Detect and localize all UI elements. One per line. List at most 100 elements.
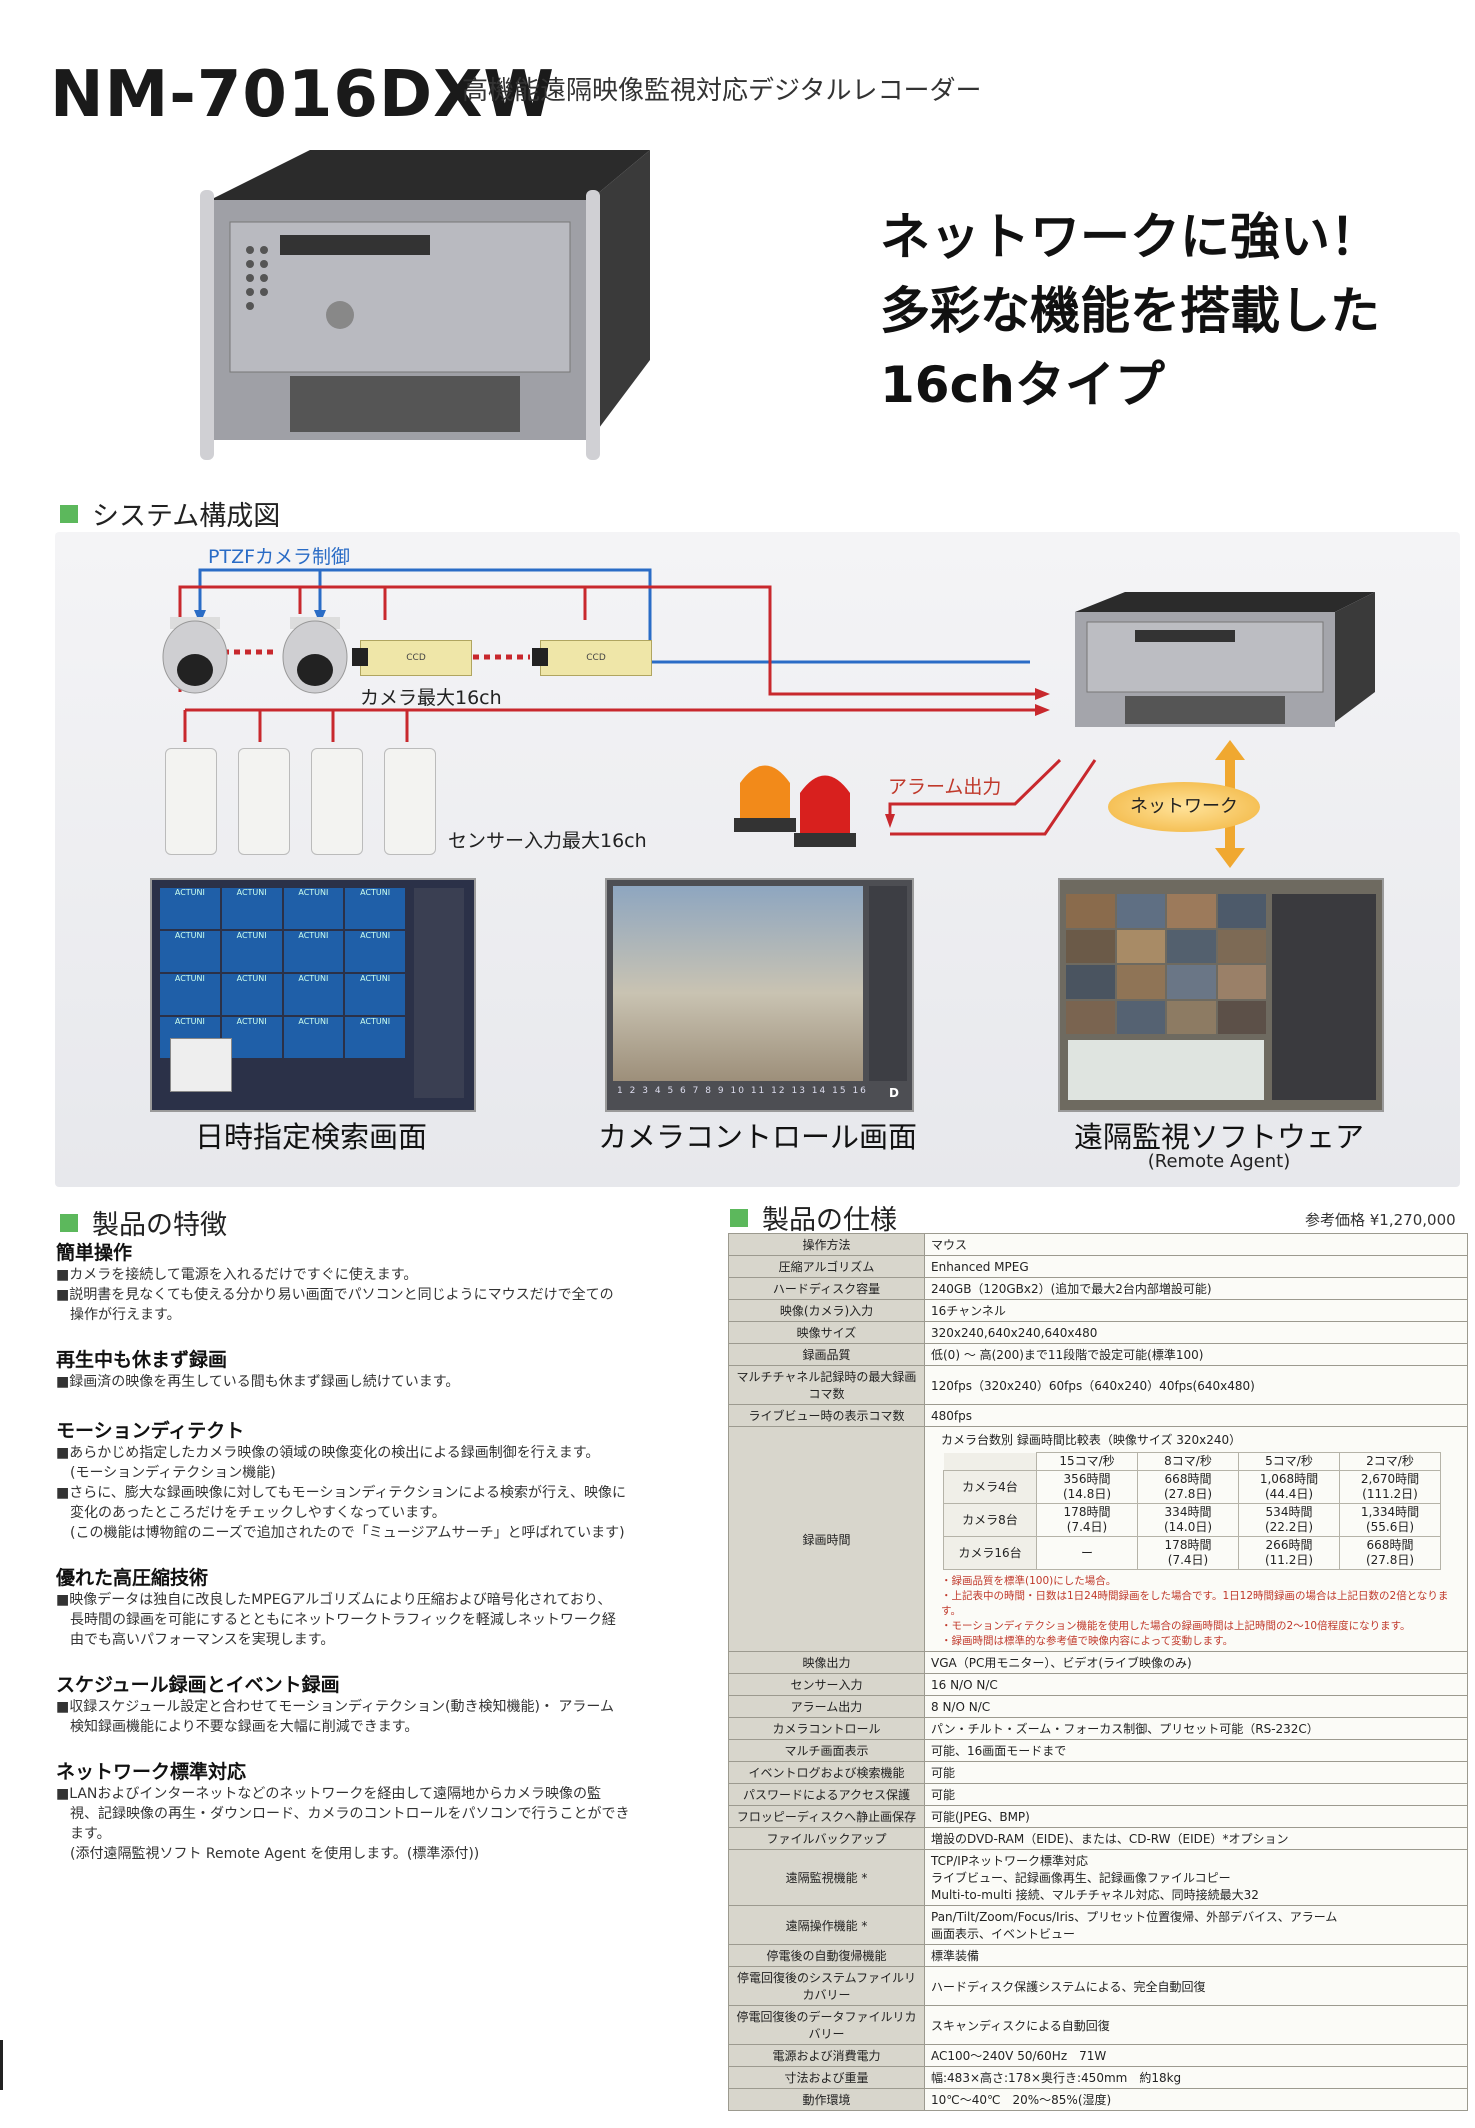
spec-value-line: 画面表示、イベントビュー xyxy=(931,1927,1076,1941)
spec-key: アラーム出力 xyxy=(728,1695,925,1718)
ptz-control-label: PTZFカメラ制御 xyxy=(208,546,351,568)
spec-value-line: VGA（PC用モニター）、ビデオ(ライブ映像のみ) xyxy=(931,1656,1192,1670)
spec-heading: 製品の仕様 xyxy=(730,1198,897,1237)
box-camera-icon: CCD xyxy=(360,640,472,676)
recording-note: ・モーションディテクション機能を使用した場合の録画時間は上記時間の2～10倍程度… xyxy=(941,1620,1411,1632)
grid-tile: ACTUNI xyxy=(160,974,220,1015)
screen-grid: ACTUNI ACTUNI ACTUNI ACTUNI ACTUNI ACTUN… xyxy=(160,888,405,1058)
rec-cell: 1,334時間(55.6日) xyxy=(1339,1503,1441,1537)
remote-control-panel[interactable] xyxy=(1272,894,1376,1100)
calendar-widget[interactable] xyxy=(170,1038,232,1092)
spec-row: 停電回復後のシステムファイルリカバリーハードディスク保護システムによる、完全自動… xyxy=(728,1966,1468,2006)
spec-key: カメラコントロール xyxy=(728,1717,925,1740)
rec-cell: 178時間(7.4日) xyxy=(1036,1503,1138,1537)
sensor-icon xyxy=(311,748,363,855)
feature-body: ■カメラを接続して電源を入れるだけですぐに使えます。■説明書を見なくても使える分… xyxy=(56,1267,614,1323)
spec-key: 停電後の自動復帰機能 xyxy=(728,1944,925,1967)
spec-value: マウス xyxy=(924,1233,1468,1256)
spec-row: 録画品質低(0) ～ 高(200)まで11段階で設定可能(標準100) xyxy=(728,1343,1468,1366)
spec-key: パスワードによるアクセス保護 xyxy=(728,1783,925,1806)
rec-cell: 334時間(14.0日) xyxy=(1137,1503,1239,1537)
rec-cell: 2,670時間(111.2日) xyxy=(1339,1470,1441,1504)
product-subtitle: 高機能遠隔映像監視対応デジタルレコーダー xyxy=(462,76,982,106)
feature-body: ■収録スケジュール設定と合わせてモーションディテクション(動き検知機能)・ アラ… xyxy=(56,1699,614,1735)
product-model: NM-7016DXW xyxy=(50,58,555,132)
grid-tile: ACTUNI xyxy=(345,1017,405,1058)
spec-value: ハードディスク保護システムによる、完全自動回復 xyxy=(924,1966,1468,2006)
spec-key: 寸法および重量 xyxy=(728,2066,925,2089)
grid-tile: ACTUNI xyxy=(345,931,405,972)
slogan: ネットワークに強い！ 多彩な機能を搭載した 16chタイプ xyxy=(880,200,1380,422)
spec-value-line: ライブビュー、記録画像再生、記録画像ファイルコピー xyxy=(931,1871,1231,1885)
date-search-screen: ACTUNI ACTUNI ACTUNI ACTUNI ACTUNI ACTUN… xyxy=(150,878,476,1112)
timeline-panel[interactable] xyxy=(1068,1040,1264,1100)
screen-caption-3-sub: (Remote Agent) xyxy=(1147,1151,1291,1172)
camera-live-view xyxy=(613,886,863,1081)
spec-row: 映像出力 VGA（PC用モニター）、ビデオ(ライブ映像のみ) xyxy=(728,1651,1468,1674)
grid-tile: ACTUNI xyxy=(345,974,405,1015)
screen-caption-1: 日時指定検索画面 xyxy=(194,1120,427,1154)
spec-value-line: 可能 xyxy=(931,1766,956,1780)
screen-caption-2: カメラコントロール画面 xyxy=(597,1120,917,1154)
grid-tile: ACTUNI xyxy=(160,888,220,929)
spec-value-line: 10℃～40℃ 20%～85%(湿度) xyxy=(931,2093,1112,2107)
spec-value: 可能(JPEG、BMP) xyxy=(924,1805,1468,1828)
spec-key: マルチ画面表示 xyxy=(728,1739,925,1762)
slogan-line-2: 多彩な機能を搭載した xyxy=(880,282,1380,340)
spec-key: ハードディスク容量 xyxy=(728,1277,925,1300)
spec-key: 録画時間 xyxy=(728,1426,925,1652)
feature-item: モーションディテクト ■あらかじめ指定したカメラ映像の領域の映像変化の検出による… xyxy=(56,1416,696,1543)
ptz-control-panel[interactable] xyxy=(869,886,907,1081)
feature-title: 簡単操作 xyxy=(56,1242,133,1264)
feature-item: ネットワーク標準対応 ■LANおよびインターネットなどのネットワークを経由して遠… xyxy=(56,1757,696,1864)
recording-note: ・上記表中の時間・日数は1日24時間録画をした場合です。1日12時間録画の場合は… xyxy=(941,1590,1449,1617)
grid-tile: ACTUNI xyxy=(221,931,282,972)
grid-tile: ACTUNI xyxy=(160,931,220,972)
feature-item: 優れた高圧縮技術 ■映像データは独自に改良したMPEGアルゴリズムにより圧縮およ… xyxy=(56,1563,696,1650)
rec-cell: 534時間(22.2日) xyxy=(1238,1503,1340,1537)
feature-title: 優れた高圧縮技術 xyxy=(56,1567,209,1589)
grid-tile: ACTUNI xyxy=(283,931,344,972)
spec-value: Enhanced MPEG xyxy=(924,1255,1468,1278)
spec-key: フロッピーディスクへ静止画保存 xyxy=(728,1805,925,1828)
rec-cell: ー xyxy=(1036,1536,1138,1570)
diagram-connections xyxy=(178,568,1245,868)
feature-title: ネットワーク標準対応 xyxy=(56,1761,247,1783)
spec-row: パスワードによるアクセス保護可能 xyxy=(728,1783,1468,1806)
spec-key: 電源および消費電力 xyxy=(728,2044,925,2067)
spec-key: 動作環境 xyxy=(728,2088,925,2111)
system-heading-text: システム構成図 xyxy=(92,501,281,532)
alarm-lamps xyxy=(734,765,856,847)
dvr-product-image xyxy=(200,150,650,460)
alarm-lamp-icon xyxy=(734,765,796,832)
heading-square-icon xyxy=(60,504,78,523)
grid-tile: ACTUNI xyxy=(221,888,282,929)
camera-brand-text: CCD xyxy=(586,653,606,663)
feature-body: ■録画済の映像を再生している間も休まず録画し続けています。 xyxy=(56,1374,460,1390)
spec-value: 10℃～40℃ 20%～85%(湿度) xyxy=(924,2088,1468,2111)
control-panel[interactable] xyxy=(414,888,464,1098)
camera-lens-icon xyxy=(352,648,368,666)
spec-key: 圧縮アルゴリズム xyxy=(728,1255,925,1278)
features-heading: 製品の特徴 xyxy=(60,1203,227,1242)
sensor-icon xyxy=(165,748,217,855)
alarm-lamp-icon xyxy=(794,775,856,847)
spec-row: 動作環境 10℃～40℃ 20%～85%(湿度) xyxy=(728,2088,1468,2111)
spec-key: マルチチャネル記録時の最大録画コマ数 xyxy=(728,1365,925,1405)
spec-value: 増設のDVD-RAM（EIDE)、または、CD-RW（EIDE）*オプション xyxy=(924,1827,1468,1850)
channel-buttons[interactable]: 1 2 3 4 5 6 7 8 9 10 11 12 13 14 15 16 xyxy=(617,1086,868,1096)
rec-cell: 178時間(7.4日) xyxy=(1137,1536,1239,1570)
camera-lens-icon xyxy=(532,648,548,666)
spec-row: アラーム出力 8 N/O N/C xyxy=(728,1695,1468,1718)
spec-key: イベントログおよび検索機能 xyxy=(728,1761,925,1784)
spec-value-line: 8 N/O N/C xyxy=(931,1699,991,1714)
spec-value-line: 増設のDVD-RAM（EIDE)、または、CD-RW（EIDE）*オプション xyxy=(931,1832,1289,1846)
features-list: 簡単操作 ■カメラを接続して電源を入れるだけですぐに使えます。■説明書を見なくて… xyxy=(56,1238,696,1864)
camera-max-label: カメラ最大16ch xyxy=(360,687,502,709)
spec-key: 停電回復後のシステムファイルリカバリー xyxy=(728,1966,925,2006)
spec-key: 映像出力 xyxy=(728,1651,925,1674)
grid-tile: ACTUNI xyxy=(345,888,405,929)
